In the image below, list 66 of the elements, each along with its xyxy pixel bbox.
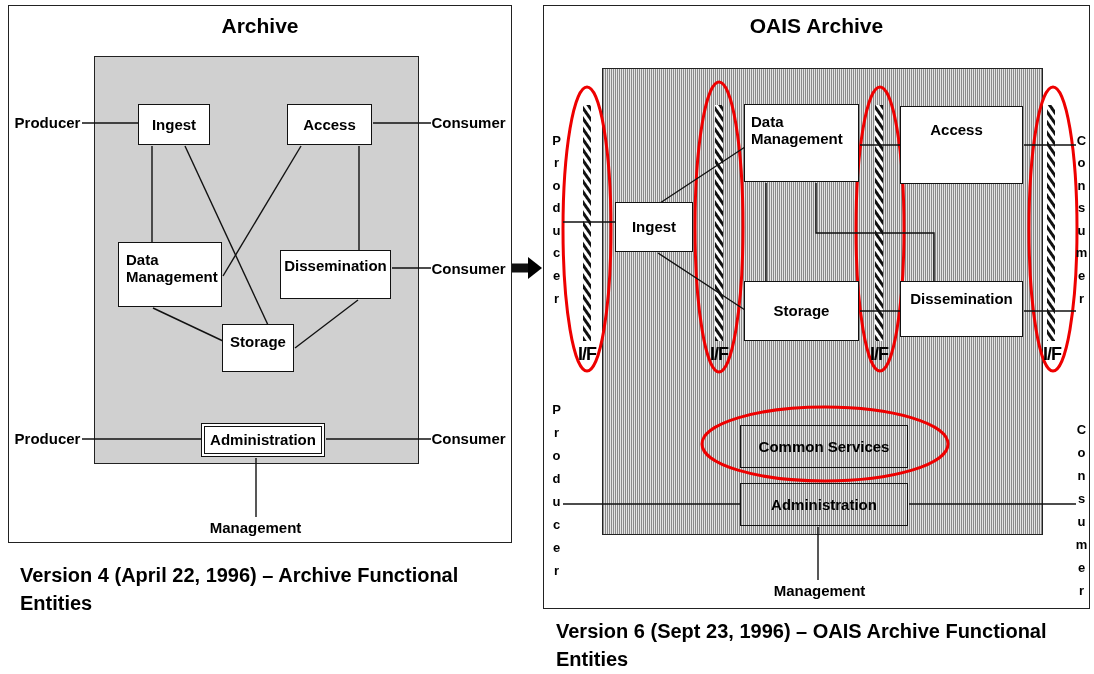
entity-box: [744, 281, 859, 341]
entity-box: [287, 104, 372, 145]
box-label: Administration: [210, 431, 316, 449]
connector-line: [562, 503, 742, 505]
interface-label: I/F: [577, 344, 598, 365]
actor-label: Management: [769, 579, 870, 602]
box-label: Common Services: [758, 438, 890, 455]
box-label: Ingest: [631, 218, 677, 236]
interface-label: I/F: [1042, 344, 1063, 365]
connector-line: [294, 299, 359, 349]
diagram-frame: [543, 5, 1090, 609]
entity-box: [615, 202, 693, 252]
transition-arrow: [512, 257, 542, 279]
connector-line: [184, 145, 269, 326]
caption: Version 4 (April 22, 1996) – Archive Functional Entities: [20, 563, 460, 616]
actor-label: Producer: [13, 111, 82, 134]
entity-box: [280, 250, 391, 299]
entity-box: [740, 425, 908, 468]
connector-line: [372, 122, 432, 124]
connector-line: [325, 438, 432, 440]
entity-box: [222, 324, 294, 372]
archive-area: [601, 67, 1043, 535]
connector-line: [765, 182, 767, 283]
box-label: Ingest: [151, 115, 197, 134]
connector-line: [81, 122, 140, 124]
box-label: Access: [303, 115, 356, 134]
entity-box: [201, 423, 325, 457]
connector-line: [151, 145, 153, 244]
box-label: Storage: [773, 302, 830, 320]
actor-label: Producer: [550, 397, 563, 582]
box-label: Storage: [230, 333, 286, 351]
frame-title: OAIS Archive: [748, 14, 885, 38]
actor-label: Consumer: [430, 427, 507, 450]
connector-line: [391, 267, 432, 269]
entity-box: [900, 281, 1023, 337]
connector-line: [815, 182, 935, 283]
connector-line: [908, 503, 1077, 505]
box-label: Data Management: [126, 251, 219, 286]
actor-label: Consumer: [430, 257, 507, 280]
connector-line: [222, 145, 302, 277]
actor-label: Consumer: [430, 111, 507, 134]
entity-box: [744, 104, 859, 182]
box-label: Dissemination: [284, 257, 387, 275]
entity-box: [118, 242, 222, 307]
diagram-frame: [8, 5, 512, 543]
connector-line: [562, 221, 617, 223]
actor-label: Management: [205, 516, 306, 539]
entity-box: [900, 106, 1023, 184]
connector-line: [859, 310, 902, 312]
archive-area: [93, 55, 419, 464]
frame-title: Archive: [220, 14, 300, 38]
caption: Version 6 (Sept 23, 1996) – OAIS Archive Functional Entities: [556, 619, 1048, 672]
box-label: Dissemination: [910, 290, 1013, 308]
actor-label: Consumer: [1075, 417, 1088, 602]
entity-box: [138, 104, 210, 145]
connector-line: [1023, 144, 1077, 146]
box-label: Data Management: [751, 113, 844, 148]
connector-line: [859, 144, 902, 146]
connector-line: [152, 307, 224, 342]
connector-line: [358, 145, 360, 252]
box-label: Access: [930, 121, 983, 139]
actor-label: Producer: [13, 427, 82, 450]
actor-label: Producer: [550, 129, 563, 312]
connector-line: [81, 438, 203, 440]
connector-line: [817, 526, 819, 581]
connector-line: [255, 457, 257, 518]
